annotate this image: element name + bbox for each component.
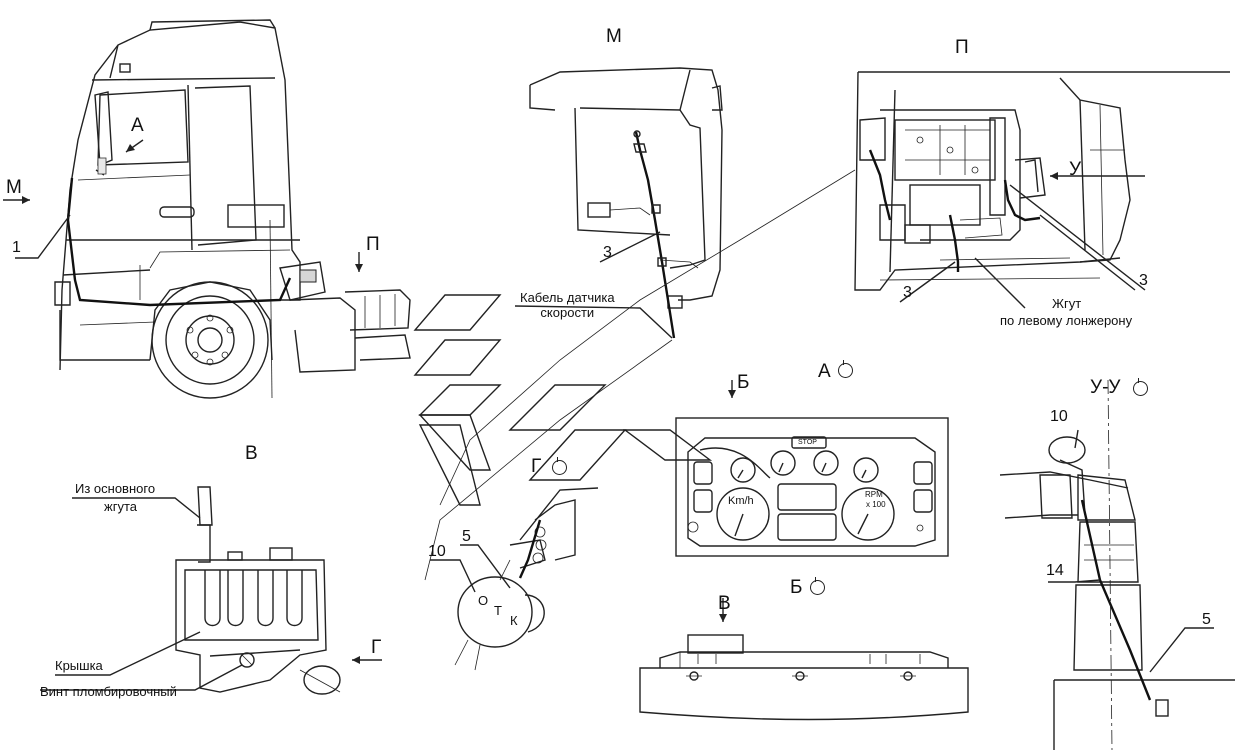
harness-label-2: по левому лонжерону	[1000, 313, 1133, 328]
leader-line	[1048, 579, 1101, 583]
leader-line	[514, 305, 673, 339]
view-label-g: Г	[531, 456, 542, 477]
leader-line	[599, 231, 661, 263]
leader-line	[55, 631, 201, 676]
view-g-seal	[454, 487, 599, 671]
leader-line	[1009, 184, 1146, 291]
callout-14: 14	[1046, 562, 1064, 579]
view-m-cab-side	[529, 67, 723, 339]
arrow-icon	[125, 139, 144, 153]
leader-line	[430, 559, 476, 593]
view-a-instrument-panel	[675, 380, 949, 557]
callout-5-g: 5	[462, 528, 471, 545]
callout-3-p2: 3	[1139, 272, 1148, 289]
dash-x100: x 100	[866, 500, 886, 509]
view-label-a: А	[818, 361, 831, 382]
main-harness-label: Из основного	[75, 481, 156, 496]
leader-line	[15, 214, 71, 259]
view-label-m-arrow: М	[6, 177, 22, 198]
callout-1: 1	[12, 239, 21, 256]
harness-label: Жгут	[1052, 296, 1082, 311]
seal-screw-label: Винт пломбировочный	[40, 684, 177, 699]
speed-sensor-cable-label: Кабель датчика скорости	[520, 290, 615, 320]
leader-line	[40, 664, 243, 691]
view-label-p-arrow: П	[366, 234, 380, 255]
leader-line	[460, 544, 511, 589]
arrow-icon	[355, 252, 363, 272]
callout-5-u: 5	[1202, 611, 1211, 628]
cover-label: Крышка	[55, 658, 103, 673]
arrow-icon	[352, 656, 382, 664]
view-uu-connector	[999, 379, 1235, 750]
leader-line	[1149, 627, 1214, 673]
truck-cab-view	[54, 19, 411, 399]
rotation-icon	[1133, 378, 1148, 396]
callout-10-g: 10	[428, 543, 446, 560]
dash-rpm: RPM	[865, 490, 883, 499]
view-v-cover	[175, 486, 341, 695]
chevron-bundle	[413, 294, 713, 506]
view-label-v-arrow: В	[718, 593, 731, 614]
callout-3-p1: 3	[903, 284, 912, 301]
rotation-icon	[552, 457, 567, 475]
view-label-uu: У-У	[1090, 377, 1121, 398]
arrow-icon	[3, 196, 30, 204]
view-label-a-arrow: А	[131, 115, 144, 136]
seal-letter-k: К	[510, 613, 518, 628]
seal-letter-o: О	[478, 593, 489, 608]
cable-routing	[424, 169, 856, 581]
leader-line	[974, 257, 1026, 309]
view-label-b: Б	[790, 577, 803, 598]
leader-line	[1039, 214, 1136, 291]
view-label-g-arrow: Г	[371, 637, 382, 658]
rotation-icon	[810, 577, 825, 595]
rotation-icon	[838, 360, 853, 378]
leader-line	[1074, 429, 1079, 449]
view-label-v: В	[245, 443, 258, 464]
view-label-u-arrow: У	[1069, 159, 1082, 180]
callout-3-m: 3	[603, 244, 612, 261]
seal-letter-t: Т	[494, 603, 502, 618]
leader-line	[72, 497, 201, 519]
view-label-m: М	[606, 26, 622, 47]
callout-10-u: 10	[1050, 408, 1068, 425]
leader-line	[899, 261, 956, 303]
view-p-frame	[854, 71, 1230, 291]
view-label-p: П	[955, 37, 969, 58]
dash-stop: STOP	[798, 439, 817, 446]
arrow-icon	[1050, 172, 1145, 180]
view-b-housing	[639, 598, 969, 721]
dash-kmh: Km/h	[728, 495, 754, 507]
main-harness-label-2: жгута	[104, 499, 137, 514]
view-label-b-arrow: Б	[737, 372, 750, 393]
